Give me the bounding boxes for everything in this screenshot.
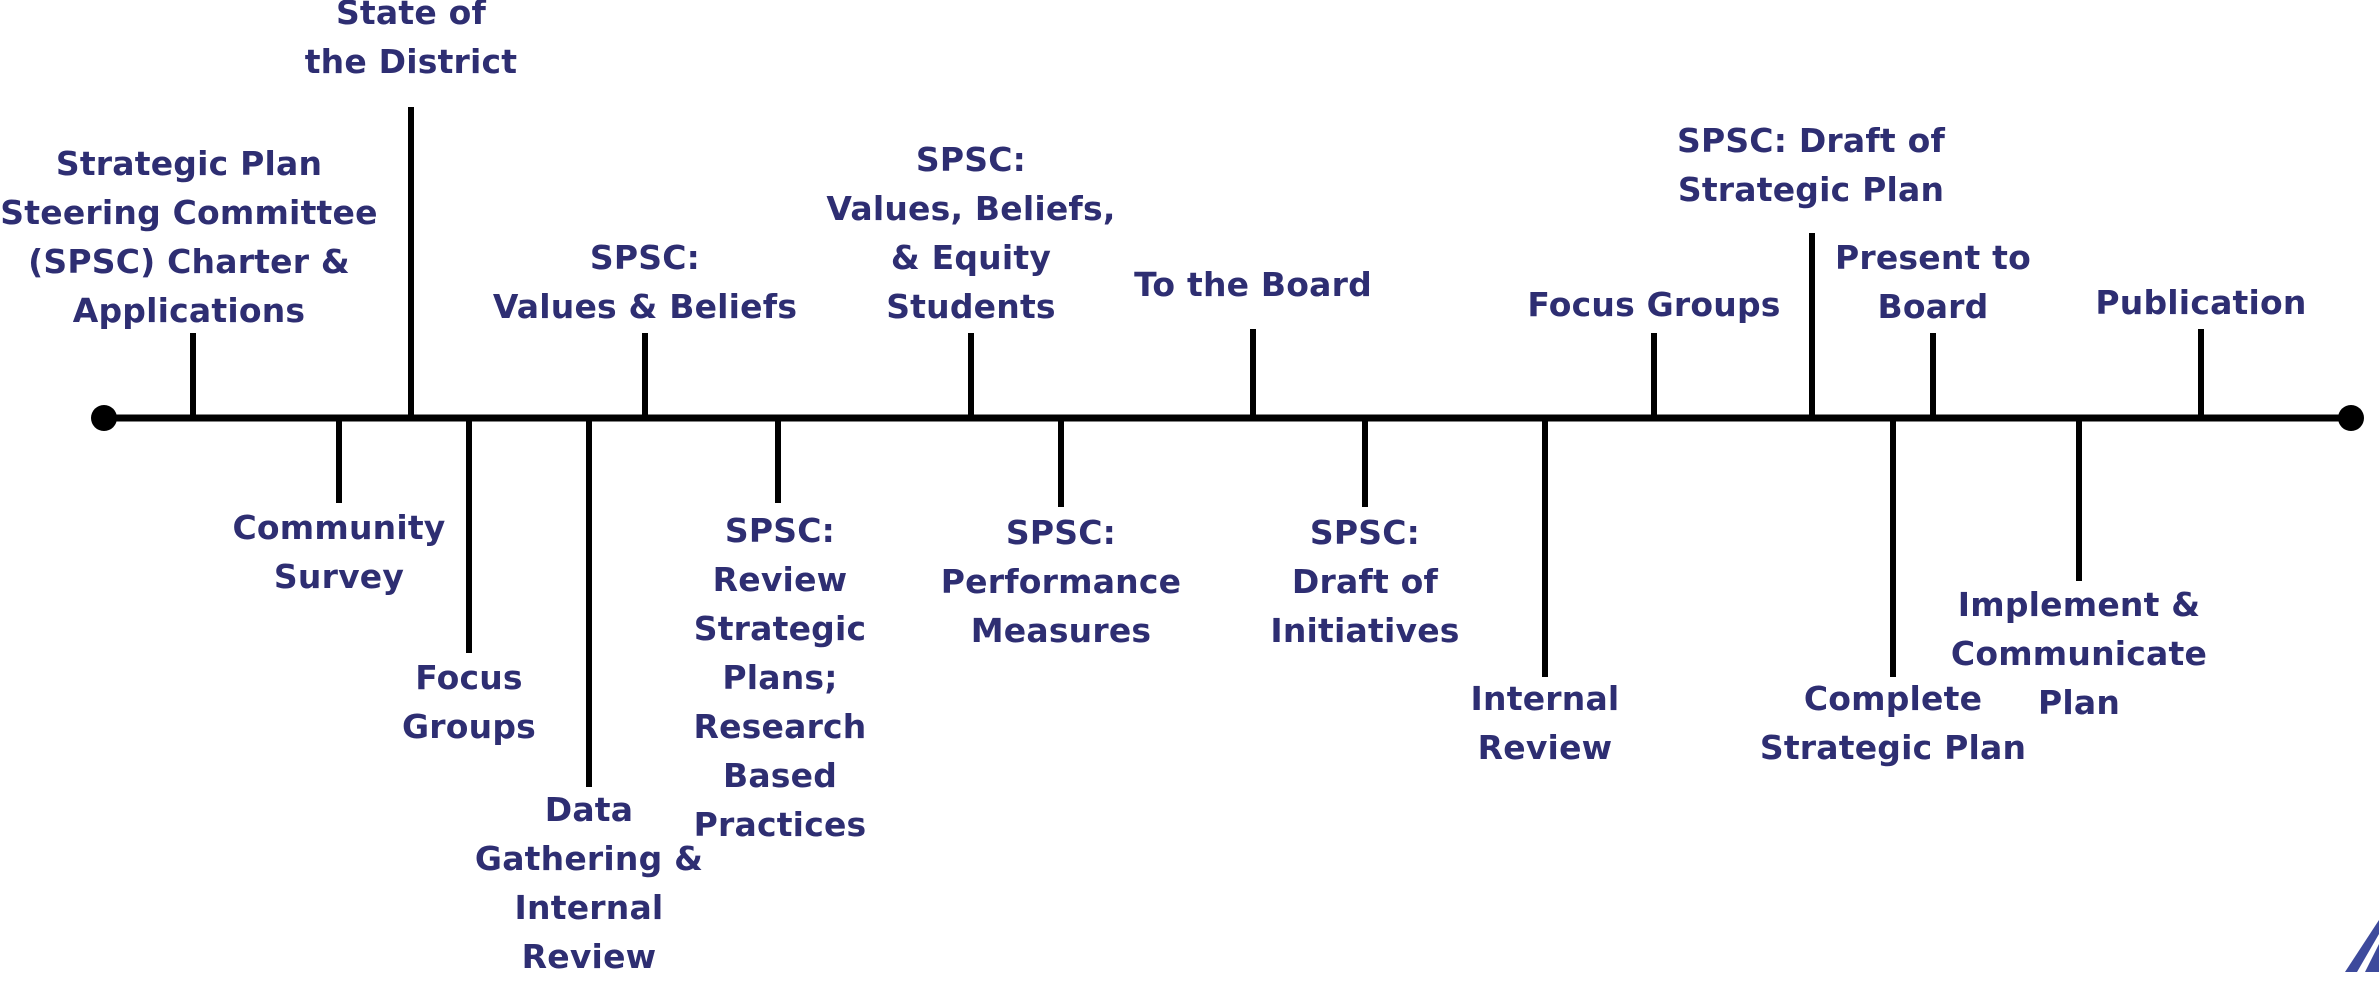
- milestone-label: State of the District: [304, 0, 518, 81]
- milestone-label: Complete Strategic Plan: [1759, 679, 2027, 767]
- milestone-label: Strategic Plan Steering Committee (SPSC)…: [0, 144, 378, 330]
- milestone-label: SPSC: Values, Beliefs, & Equity Students: [826, 140, 1116, 326]
- milestone-label: Internal Review: [1470, 679, 1620, 767]
- milestone-label: SPSC: Draft of Initiatives: [1270, 513, 1460, 650]
- timeline-ticks: [190, 107, 2204, 787]
- milestone-label: Focus Groups: [402, 658, 536, 746]
- timeline-start-dot: [91, 405, 117, 431]
- milestone-label: SPSC: Performance Measures: [940, 513, 1182, 650]
- milestone-label: Publication: [2095, 283, 2307, 322]
- milestone-label: Focus Groups: [1527, 285, 1781, 324]
- timeline-end-dot: [2338, 405, 2364, 431]
- milestone-label: SPSC: Draft of Strategic Plan: [1676, 121, 1946, 209]
- milestone-label: Present to Board: [1834, 238, 2032, 326]
- milestone-label: Community Survey: [232, 508, 446, 596]
- milestone-label: SPSC: Review Strategic Plans; Research B…: [693, 511, 867, 844]
- logo-icon: [2345, 920, 2379, 972]
- milestone-label: Data Gathering & Internal Review: [474, 790, 704, 976]
- milestone-label: Implement & Communicate Plan: [1950, 585, 2208, 722]
- milestone-label: SPSC: Values & Beliefs: [492, 238, 798, 326]
- milestone-label: To the Board: [1134, 265, 1372, 304]
